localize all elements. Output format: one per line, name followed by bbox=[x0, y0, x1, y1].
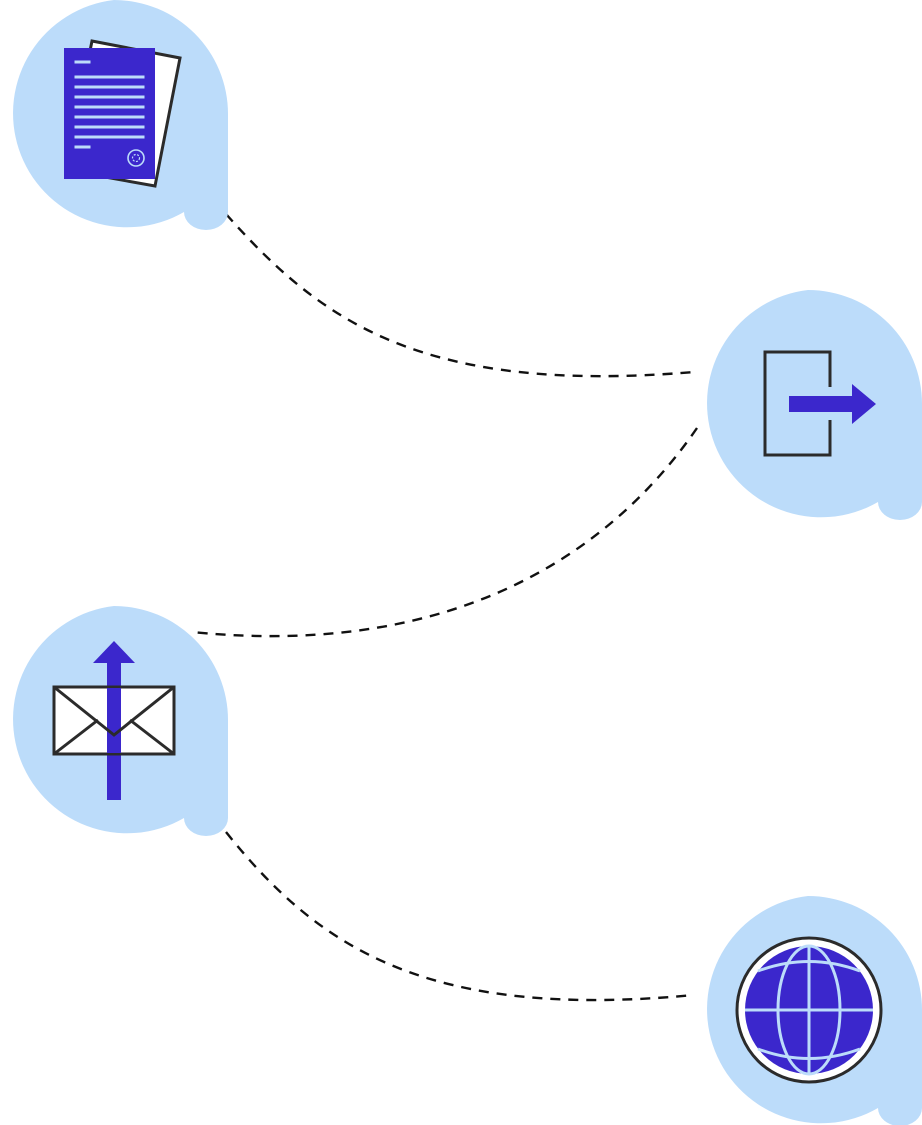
exit-arrow-icon bbox=[763, 350, 876, 457]
document-node bbox=[13, 0, 229, 230]
logout-node bbox=[707, 290, 922, 520]
mail-upload-icon bbox=[52, 641, 176, 800]
document-icon bbox=[64, 39, 182, 188]
connector-document-to-logout bbox=[225, 213, 695, 378]
mail-node bbox=[13, 606, 228, 836]
connectors bbox=[191, 213, 698, 1002]
connector-mail-to-globe bbox=[225, 831, 695, 1002]
connector-logout-to-mail bbox=[191, 427, 698, 638]
globe-node bbox=[707, 896, 922, 1125]
globe-icon bbox=[735, 936, 883, 1084]
